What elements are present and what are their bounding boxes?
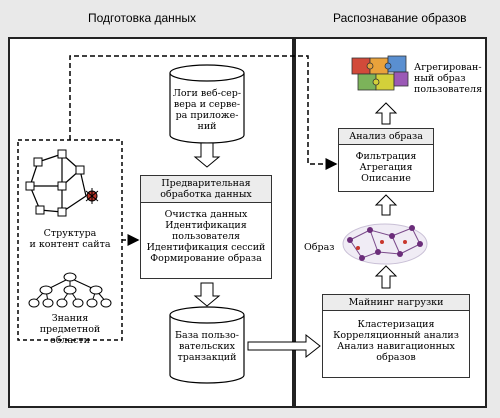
database-cylinder	[169, 306, 245, 384]
arrow-preprocess-to-db	[193, 282, 221, 307]
header-data-preparation: Подготовка данных	[88, 11, 197, 25]
pattern-network-icon	[342, 223, 428, 265]
header-pattern-recognition: Распознавание образов	[333, 11, 467, 25]
arrow-db-to-mining	[247, 333, 321, 359]
logs-label: Логи веб-сер-вера и серве- ра приложе-ни…	[172, 88, 242, 132]
puzzle-icon	[351, 55, 409, 91]
arrow-logs-to-preprocess	[193, 142, 221, 168]
pattern-label: Образ	[304, 242, 335, 253]
mining-title: Майнинг нагрузки	[323, 295, 469, 311]
arrow-analysis-to-aggregated	[374, 102, 398, 125]
arrow-mining-to-pattern	[374, 265, 398, 289]
dashed-arrow-structure-to-analysis	[69, 55, 338, 170]
spider-icon	[85, 188, 99, 204]
analysis-title: Анализ образа	[339, 129, 433, 145]
arrow-pattern-to-analysis	[374, 194, 398, 216]
